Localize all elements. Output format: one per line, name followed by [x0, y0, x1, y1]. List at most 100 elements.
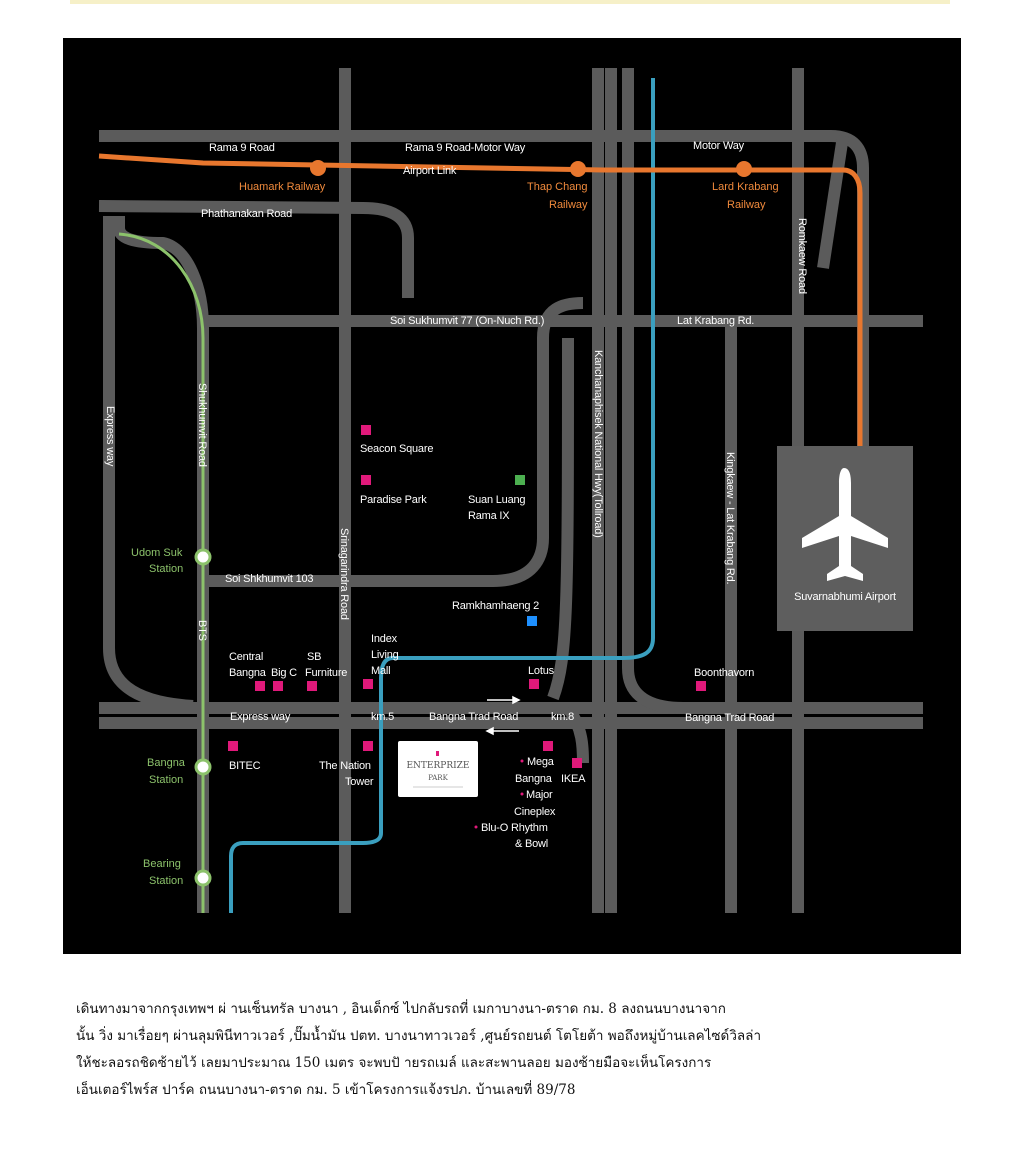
interchange-ramp-2: [622, 68, 684, 714]
expressway-vertical: [103, 216, 194, 712]
bearing-station-label-2: Station: [149, 875, 183, 887]
soi-sukhumvit103-label: Soi Shkhumvit 103: [225, 573, 313, 585]
sb-marker: [307, 681, 317, 691]
lat-krabang-label: Lat Krabang Rd.: [677, 315, 754, 327]
major-label-2: Cineplex: [514, 806, 556, 818]
rama9-road: [99, 130, 869, 458]
suvarnabhumi-airport-box: Suvarnabhumi Airport: [777, 446, 913, 631]
logo-text-1: ENTERPRIZE: [406, 761, 469, 771]
ikea-label: IKEA: [561, 773, 586, 785]
mega-dot: [520, 759, 524, 763]
airplane-icon: [802, 468, 888, 581]
airport-link-label: Airport Link: [403, 165, 457, 177]
paradise-marker: [361, 475, 371, 485]
bluo-dot: [474, 825, 478, 829]
top-decorative-bar: [70, 0, 950, 4]
directions-line-2: นั้น วิ่ง มาเรื่อยๆ ผ่านลุมพินีทาวเวอร์ …: [76, 1028, 762, 1044]
thap-chang-station-marker: [570, 161, 586, 177]
airport-link-station-markers: [310, 160, 752, 177]
bearing-station-marker: [194, 869, 212, 887]
westbound-arrowhead: [485, 726, 494, 736]
km8-label: km.8: [551, 711, 574, 723]
phathanakan-road-label: Phathanakan Road: [201, 208, 292, 220]
ramkhamhaeng-marker: [527, 616, 537, 626]
ramkhamhaeng-label: Ramkhamhaeng 2: [452, 600, 539, 612]
interchange-ramp-1: [547, 337, 574, 701]
index-label-1: Index: [371, 633, 398, 645]
suan-luang-label-1: Suan Luang: [468, 494, 525, 506]
bangna-trad-road-label-1: Bangna Trad Road: [429, 711, 518, 723]
major-label-1: Major: [526, 789, 553, 801]
bts-label: BTS: [196, 620, 208, 641]
bluo-label-2: & Bowl: [515, 838, 548, 850]
romkaew-road: [817, 135, 849, 269]
thap-chang-station-label-1: Thap Chang: [527, 181, 588, 193]
ikea-marker: [572, 758, 582, 768]
bangna-station-label-2: Station: [149, 774, 183, 786]
lotus-marker: [529, 679, 539, 689]
enterprize-park-logo: ENTERPRIZE PARK: [398, 741, 478, 797]
rama9-road-label: Rama 9 Road: [209, 142, 275, 154]
bitec-label: BITEC: [229, 760, 261, 772]
bts-station-markers: [194, 548, 212, 887]
soi-sukhumvit103-road: [203, 297, 584, 587]
kingkaew-road-label: Kingkaew - Lat Krabang Rd.: [724, 452, 736, 585]
nation-label-1: The Nation: [319, 760, 371, 772]
bangna-trad-road-label-2: Bangna Trad Road: [685, 712, 774, 724]
bigc-label: Big C: [271, 667, 297, 679]
lotus-label: Lotus: [528, 665, 555, 677]
km5-label: km.5: [371, 711, 394, 723]
huamark-station-marker: [310, 160, 326, 176]
location-map: Rama 9 Road Rama 9 Road-Motor Way Motor …: [63, 38, 961, 954]
udom-suk-station-label-2: Station: [149, 563, 183, 575]
eastbound-arrowhead: [512, 695, 521, 705]
romkaew-road-label: Romkaew Road: [796, 218, 808, 294]
udom-suk-station-marker: [194, 548, 212, 566]
mega-marker: [543, 741, 553, 751]
lard-krabang-station-label-1: Lard Krabang: [712, 181, 779, 193]
bluo-label-1: Blu-O Rhythm: [481, 822, 548, 834]
bts-line: [118, 232, 205, 913]
mega-label-1: Mega: [527, 756, 555, 768]
bearing-station-label-1: Bearing: [143, 858, 181, 870]
logo-background: [398, 741, 478, 797]
direction-arrows: [485, 695, 521, 736]
directions-line-3: ให้ชะลอรถชิดซ้ายไว้ เลยมาประมาณ 150 เมตร…: [76, 1055, 712, 1071]
logo-text-2: PARK: [428, 774, 448, 782]
major-dot: [520, 792, 524, 796]
bitec-marker: [228, 741, 238, 751]
suan-luang-label-2: Rama IX: [468, 510, 510, 522]
index-label-3: Mall: [371, 665, 390, 677]
soi-sukhumvit77-label: Soi Sukhumvit 77 (On-Nuch Rd.): [390, 315, 544, 327]
sb-label-1: SB: [307, 651, 321, 663]
phathanakan-road: [98, 200, 414, 298]
boonthavorn-marker: [696, 681, 706, 691]
central-marker: [255, 681, 265, 691]
index-marker: [363, 679, 373, 689]
central-label-2: Bangna: [229, 667, 267, 679]
expressway-horizontal-label: Express way: [230, 711, 291, 723]
bangna-station-label-1: Bangna: [147, 757, 186, 769]
udom-suk-station-label-1: Udom Suk: [131, 547, 183, 559]
central-label-1: Central: [229, 651, 263, 663]
blue-transit-line: [229, 78, 655, 913]
kanchanaphisek-road-label: Kanchanaphisek National Hwy(Tollroad): [592, 350, 604, 538]
motorway-label: Motor Way: [693, 140, 745, 152]
sb-label-2: Furniture: [305, 667, 347, 679]
boonthavorn-label: Boonthavorn: [694, 667, 754, 679]
thap-chang-station-label-2: Railway: [549, 199, 588, 211]
lard-krabang-station-marker: [736, 161, 752, 177]
bigc-marker: [273, 681, 283, 691]
bangna-station-marker: [194, 758, 212, 776]
huamark-station-label: Huamark Railway: [239, 181, 326, 193]
directions-text: เดินทางมาจากกรุงเทพฯ ผ่ านเซ็นทรัล บางนา…: [76, 996, 946, 1104]
expressway-vertical-label: Express way: [104, 406, 116, 467]
nation-label-2: Tower: [345, 776, 374, 788]
seacon-marker: [361, 425, 371, 435]
suan-luang-marker: [515, 475, 525, 485]
paradise-label: Paradise Park: [360, 494, 427, 506]
directions-line-4: เอ็นเตอร์ไพร์ส ปาร์ค ถนนบางนา-ตราด กม. 5…: [76, 1082, 576, 1098]
lard-krabang-station-label-2: Railway: [727, 199, 766, 211]
directions-line-1: เดินทางมาจากกรุงเทพฯ ผ่ านเซ็นทรัล บางนา…: [76, 1001, 726, 1017]
sukhumvit-road-label: Shukhumvit Road: [196, 383, 208, 467]
